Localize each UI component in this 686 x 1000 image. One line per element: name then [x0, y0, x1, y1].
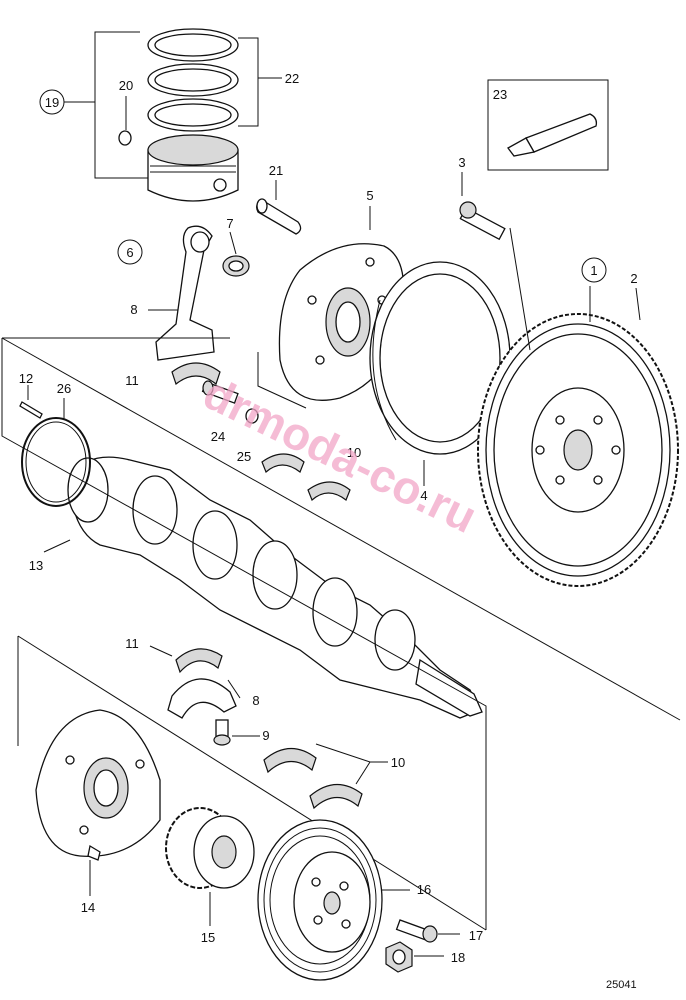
sealant-tube-box — [487, 79, 609, 171]
callout-5: 5 — [366, 188, 373, 203]
callout-11-upper: 11 — [125, 373, 139, 388]
flywheel — [493, 333, 663, 567]
callout-23: 23 — [493, 87, 507, 102]
callout-8-lower: 8 — [252, 693, 259, 708]
small-end-bushing — [222, 255, 250, 277]
piston-circlip — [118, 130, 132, 146]
oil-pump-housing — [35, 709, 161, 861]
rod-bolt — [201, 380, 239, 404]
pulley-nut — [385, 941, 413, 973]
cover-ring — [369, 261, 511, 455]
callout-8-upper: 8 — [130, 302, 137, 317]
callout-17: 17 — [469, 928, 483, 943]
connecting-rod — [155, 225, 215, 361]
callout-2: 2 — [630, 271, 637, 286]
main-bearing-shells-lower — [263, 747, 363, 810]
crankshaft — [67, 456, 483, 719]
callout-3: 3 — [458, 155, 465, 170]
callout-25: 25 — [237, 449, 251, 464]
main-bearing-shells-upper — [261, 453, 351, 502]
piston-pin — [256, 198, 302, 235]
callout-13: 13 — [29, 558, 43, 573]
callout-15: 15 — [201, 930, 215, 945]
callout-labels: 1 2 3 4 5 6 7 8 8 9 10 10 11 11 12 13 14… — [19, 71, 638, 965]
cap-bolt — [213, 719, 231, 746]
piston-rings — [147, 28, 239, 132]
damper-pulley — [257, 819, 383, 981]
crankshaft-seal-ring — [21, 417, 91, 507]
dowel-pin — [19, 401, 43, 419]
bearing-shell-lower — [175, 648, 223, 674]
callout-21: 21 — [269, 163, 283, 178]
callout-14: 14 — [81, 900, 95, 915]
callout-22: 22 — [285, 71, 299, 86]
callout-20: 20 — [119, 78, 133, 93]
callout-9: 9 — [262, 728, 269, 743]
svg-text:19: 19 — [45, 95, 59, 110]
svg-text:6: 6 — [126, 245, 133, 260]
callout-1: 1 — [581, 257, 607, 283]
callout-10-lower: 10 — [391, 755, 405, 770]
callout-26: 26 — [57, 381, 71, 396]
piston — [147, 134, 239, 202]
callout-4: 4 — [420, 488, 427, 503]
rod-washer — [245, 408, 259, 424]
callout-12: 12 — [19, 371, 33, 386]
bearing-shell-upper — [171, 362, 221, 386]
svg-text:1: 1 — [590, 263, 597, 278]
callout-18: 18 — [451, 950, 465, 965]
callout-16: 16 — [417, 882, 431, 897]
figure-number: 25041 — [606, 979, 637, 991]
crankshaft-gear — [165, 807, 255, 889]
callout-19: 19 — [39, 89, 65, 115]
callout-10-upper: 10 — [347, 445, 361, 460]
rod-cap — [167, 678, 237, 719]
pulley-bolt — [395, 919, 438, 943]
callout-11-lower: 11 — [125, 636, 139, 651]
callout-7: 7 — [226, 216, 233, 231]
flywheel-bolt — [459, 201, 506, 241]
callout-24: 24 — [211, 429, 225, 444]
callout-6: 6 — [117, 239, 143, 265]
